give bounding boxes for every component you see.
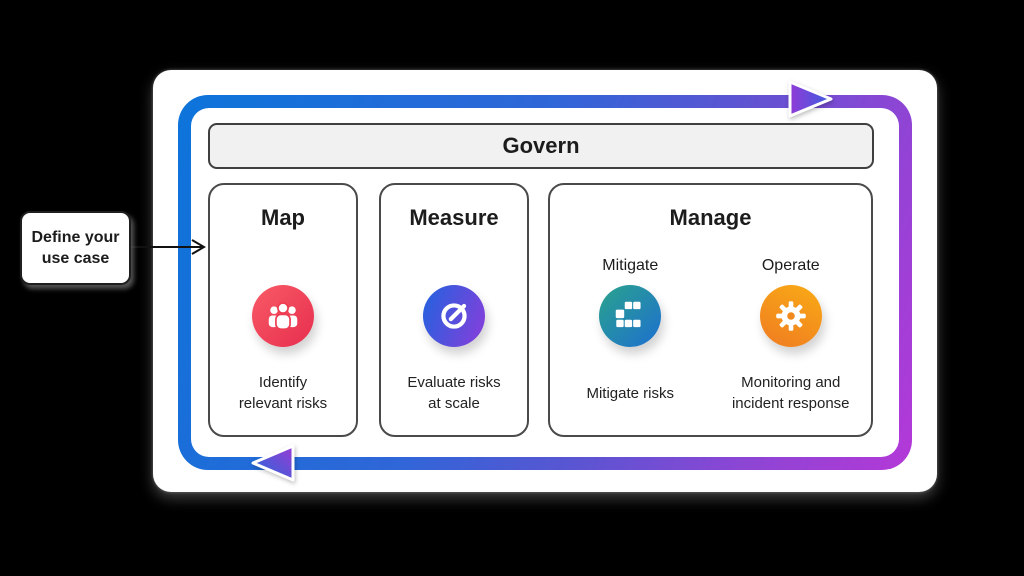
flow-arrow-left-icon: [251, 444, 295, 482]
define-use-case-box: Define your use case: [20, 211, 131, 285]
measure-title: Measure: [409, 205, 499, 230]
operate-label: Operate: [761, 257, 820, 274]
map-title: Map: [261, 205, 305, 230]
operate-caption: Monitoring and incident response: [731, 374, 850, 412]
govern-label: Govern: [502, 133, 580, 158]
govern-bar: Govern: [208, 123, 874, 169]
measure-column: Measure Evaluate risks at scale: [379, 183, 529, 437]
gear-icon: [759, 285, 822, 347]
map-caption: Identify relevant risks: [238, 374, 328, 412]
manage-column: Manage Mitigate: [548, 183, 873, 437]
map-column: Map Identify relevant risks: [208, 183, 358, 437]
connector-arrow: [130, 239, 206, 255]
measure-caption: Evaluate risks at scale: [407, 374, 501, 412]
people-icon: [252, 285, 314, 347]
operate-subcolumn: Operate: [711, 256, 872, 415]
mitigate-label: Mitigate: [602, 257, 659, 274]
gauge-icon: [423, 285, 485, 347]
manage-title: Manage: [669, 205, 752, 230]
mitigate-subcolumn: Mitigate Mitigate risks: [550, 256, 711, 415]
flow-arrow-right-icon: [788, 80, 833, 118]
framework-card: Govern Map Identify relevant risks Mea: [153, 70, 937, 492]
mitigate-caption: Mitigate risks: [586, 384, 675, 402]
blocks-icon: [599, 285, 662, 347]
